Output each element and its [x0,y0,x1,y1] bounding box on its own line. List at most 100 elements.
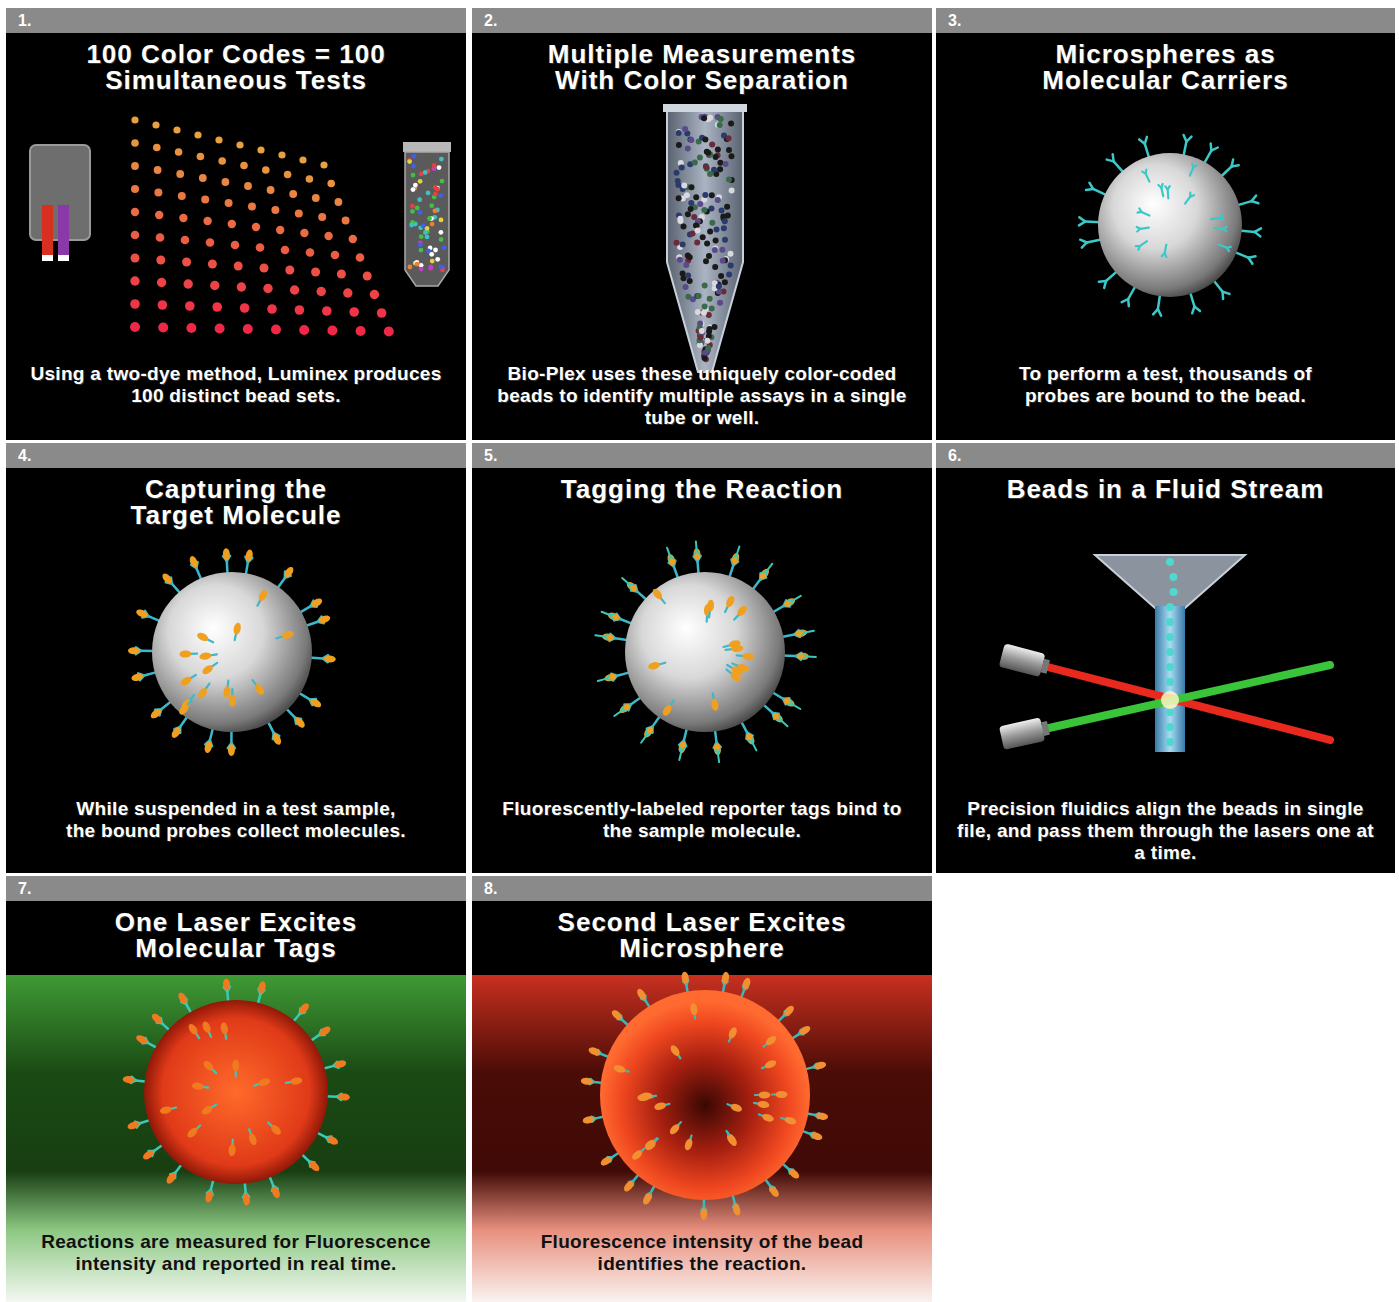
probe-arm [791,600,793,604]
tube-bead [417,197,422,202]
color-coded-bead [707,326,713,332]
bead-set-dot [260,264,269,273]
target-molecule [127,1120,141,1130]
target-molecule [730,665,744,677]
probe-stem [1140,228,1149,229]
tube-rim [663,104,747,112]
tube-bead [419,248,424,253]
tube-beads [407,154,447,272]
target-molecule [201,663,215,676]
color-coded-beads [674,114,735,362]
probe-stem [1165,245,1167,254]
probe-stem [1161,188,1163,197]
color-coded-bead [700,234,706,240]
target-molecule [188,555,199,569]
bead-set-dot [267,304,277,314]
target-molecule [334,1059,347,1069]
target-molecule [758,1092,770,1099]
step-panel: 8.Second Laser Excites MicrosphereFluore… [472,876,932,1302]
bead-set-dot [320,161,327,168]
probe-arm [1138,211,1142,214]
flowing-bead [1169,573,1177,581]
target-molecule [782,696,796,708]
color-coded-bead [722,218,728,224]
tube-bead [418,210,423,215]
bead-set-dot [156,256,165,265]
vial-tip [42,255,53,261]
tube-bead [409,223,414,228]
color-coded-bead [696,293,702,299]
target-molecule [681,971,690,984]
color-coded-bead [676,130,682,136]
color-coded-bead [683,284,689,290]
color-coded-bead [702,283,708,289]
target-molecule [641,1192,653,1206]
tube-bead [423,170,428,175]
target-molecule [257,1077,271,1088]
bead-set-dot [324,232,332,240]
bead-set-dot [155,211,163,219]
target-molecule [177,703,190,717]
probe-stem [1185,197,1190,204]
color-coded-bead [681,223,687,229]
green-laser-beam [1040,665,1330,730]
bead-set-dot [158,323,168,333]
laser-crossing [1161,691,1179,709]
lasers [999,643,1330,750]
tube-bead [439,157,444,162]
color-coded-bead [716,283,722,289]
color-coded-bead [726,272,732,278]
bead-set-dot [237,282,246,291]
color-coded-bead [705,345,711,351]
target-molecule [816,1112,829,1121]
target-molecule [187,1022,200,1036]
bead-set-dot [356,326,366,336]
laser-body [999,717,1045,750]
target-molecule [814,1061,827,1071]
bead-set-dot [335,198,343,206]
bead-set-dot [356,253,365,262]
color-coded-bead [688,206,694,212]
target-molecule [177,991,189,1005]
color-coded-bead [726,176,732,182]
color-coded-bead [680,242,686,248]
color-coded-bead [682,126,688,132]
color-coded-bead [717,122,723,128]
color-coded-bead [676,142,682,148]
bead-set-dot [384,327,394,337]
flowing-bead [1166,648,1174,656]
step-heading: Tagging the Reaction [492,476,912,502]
target-molecule [293,716,306,730]
probe-arm [610,613,614,616]
color-coded-bead [685,273,691,279]
bead-set-dot [363,272,372,281]
target-molecule [196,686,209,700]
target-molecule [318,1025,332,1038]
target-molecule [149,707,163,720]
target-molecule [283,565,296,579]
bead-set-dot [263,284,272,293]
bead-set-dot [299,325,309,335]
dye-instrument [30,145,90,261]
target-molecule [220,1022,229,1035]
header-bar [472,8,932,33]
tube-bead [413,183,418,188]
target-molecule [338,1093,350,1101]
probe-arm [1107,160,1114,162]
color-coded-bead [677,216,683,222]
color-coded-bead [714,226,720,232]
step-description: Fluorescently-labeled reporter tags bind… [492,798,912,842]
tube-bead [440,179,445,184]
target-molecule [783,596,797,608]
green-laser-glow [6,975,466,1302]
step-number: 5. [484,446,497,465]
target-molecule [728,639,741,649]
color-coded-bead [693,194,699,200]
bead-set-dot [225,199,233,207]
target-molecule [602,633,615,642]
bead-set-dot [131,116,138,123]
target-molecule [727,1026,738,1040]
probe-stem [793,596,801,601]
bead-set-dot [318,213,326,221]
flowing-bead [1166,558,1174,566]
